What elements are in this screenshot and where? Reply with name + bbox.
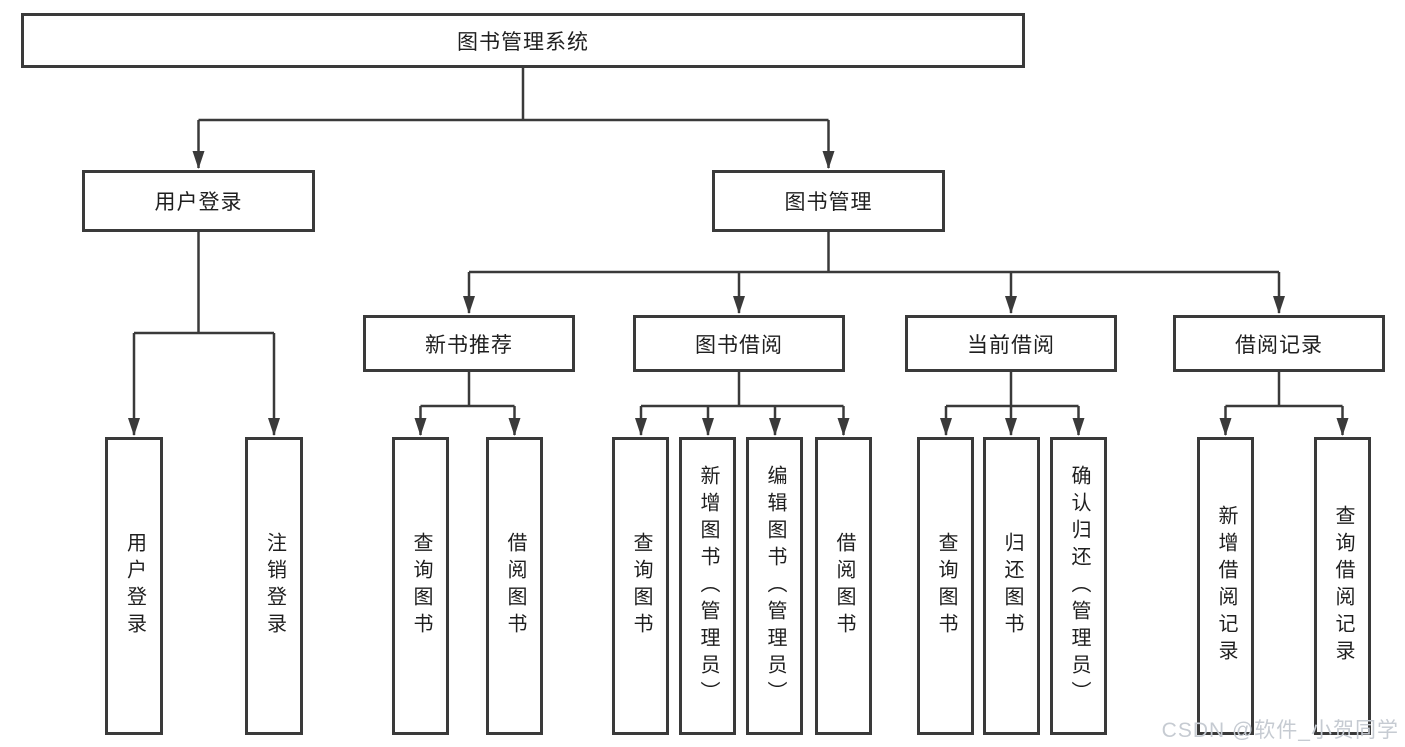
leaf-logout: 注销登录 <box>245 437 303 735</box>
node-book-management-branch: 图书管理 <box>712 170 945 232</box>
node-new-book-recommend: 新书推荐 <box>363 315 575 372</box>
leaf-add-borrow-record: 新增借阅记录 <box>1197 437 1254 735</box>
leaf-borrow-books-borrowing: 借阅图书 <box>815 437 872 735</box>
node-root-system: 图书管理系统 <box>21 13 1025 68</box>
leaf-edit-books-admin: 编辑图书（管理员） <box>746 437 803 735</box>
node-current-borrowing: 当前借阅 <box>905 315 1117 372</box>
node-borrowing-records: 借阅记录 <box>1173 315 1385 372</box>
leaf-query-borrow-record: 查询借阅记录 <box>1314 437 1371 735</box>
node-book-borrowing: 图书借阅 <box>633 315 845 372</box>
leaf-add-books-admin: 新增图书（管理员） <box>679 437 736 735</box>
connector-current-borrow-to-leaves <box>940 372 1085 436</box>
connector-root-to-branches <box>192 68 835 169</box>
connector-new-book-to-leaves <box>414 372 521 436</box>
leaf-query-books-borrowing: 查询图书 <box>612 437 669 735</box>
leaf-confirm-return-admin: 确认归还（管理员） <box>1050 437 1107 735</box>
leaf-return-books: 归还图书 <box>983 437 1040 735</box>
connector-book-mgmt-to-sections <box>463 232 1285 314</box>
leaf-borrow-books-recommend: 借阅图书 <box>486 437 543 735</box>
connector-user-login-to-leaves <box>128 232 280 436</box>
connector-book-borrow-to-leaves <box>635 372 850 436</box>
connector-borrow-record-to-leaves <box>1219 372 1349 436</box>
leaf-query-books-current: 查询图书 <box>917 437 974 735</box>
leaf-user-login: 用户登录 <box>105 437 163 735</box>
watermark: CSDN @软件_小贺同学 <box>1161 719 1399 742</box>
node-user-login-branch: 用户登录 <box>82 170 315 232</box>
leaf-query-books-recommend: 查询图书 <box>392 437 449 735</box>
